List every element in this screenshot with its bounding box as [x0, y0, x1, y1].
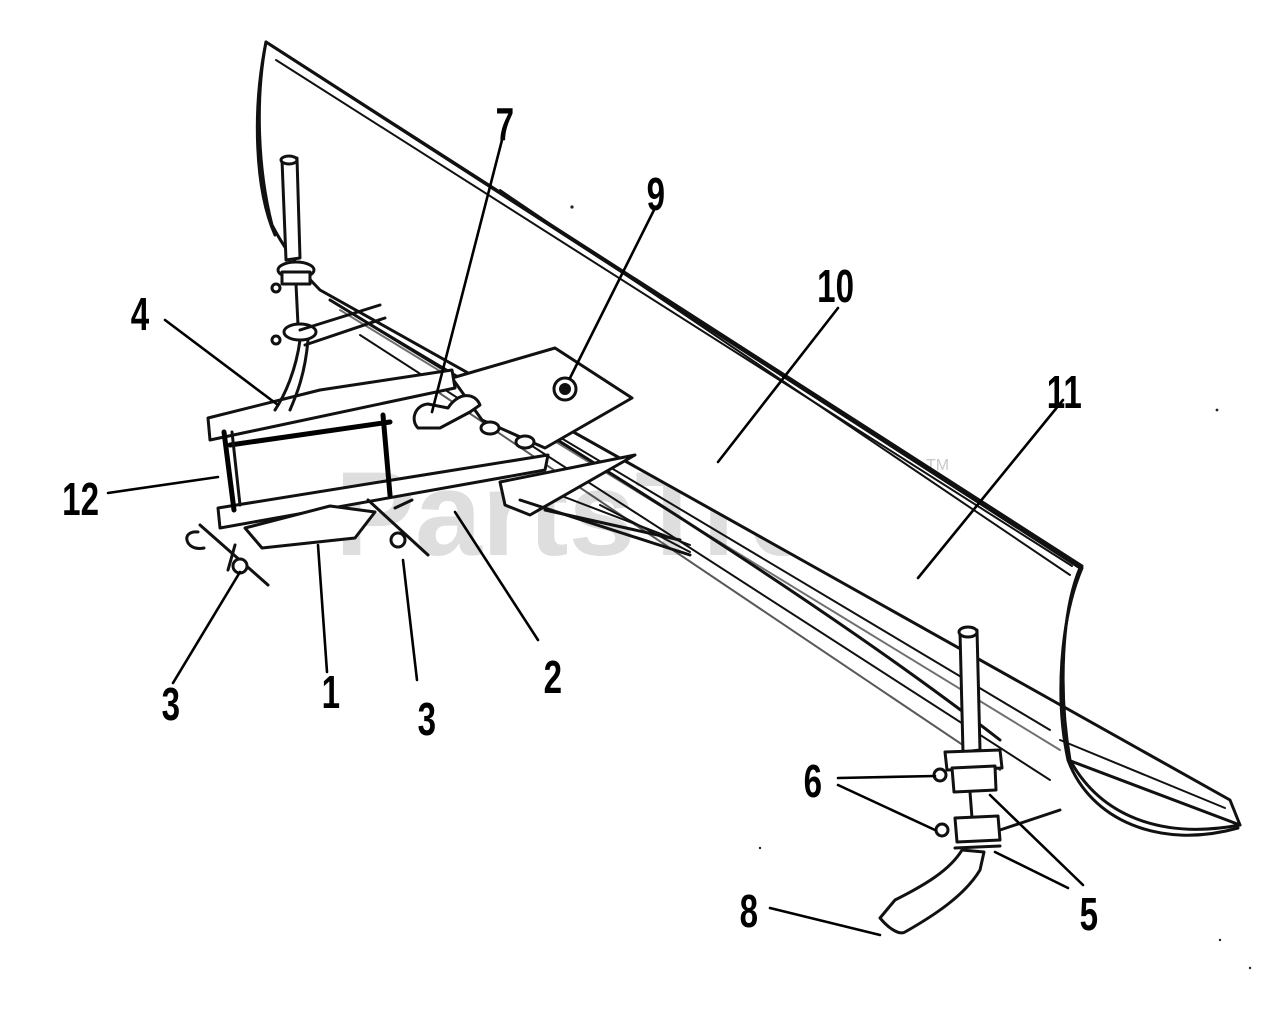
- leader-7: [430, 138, 504, 414]
- leader-lines: [106, 138, 1085, 937]
- leader-2: [453, 510, 540, 642]
- callout-12: 12: [62, 475, 99, 525]
- leader-10: [716, 306, 840, 464]
- push-frame: [206, 368, 550, 550]
- right-skid-post: [878, 625, 1062, 935]
- callout-7: 7: [496, 100, 514, 150]
- leader-4: [163, 318, 280, 407]
- leader-6b: [836, 783, 937, 832]
- leader-8: [768, 906, 882, 937]
- leader-5a: [988, 793, 1085, 887]
- leader-5b: [993, 850, 1070, 890]
- callout-5: 5: [1080, 890, 1098, 940]
- callout-2: 2: [544, 653, 562, 703]
- wing-nut-right: [366, 498, 430, 557]
- left-skid-post: [270, 154, 387, 412]
- callout-3-right: 3: [418, 695, 436, 745]
- mounting-plate: [450, 346, 692, 557]
- leader-3b: [401, 558, 419, 682]
- scan-specks: [570, 205, 1252, 970]
- callout-11: 11: [1047, 368, 1082, 418]
- leader-12: [106, 475, 220, 495]
- blade: [255, 40, 1242, 837]
- callout-1: 1: [322, 668, 340, 718]
- callout-3-left: 3: [162, 680, 180, 730]
- leader-6a: [836, 774, 937, 780]
- callout-10: 10: [817, 262, 854, 312]
- callout-8: 8: [740, 887, 758, 937]
- wing-nut-left: [185, 523, 270, 587]
- callout-9: 9: [647, 170, 665, 220]
- callout-labels: 1 2 3 3 4 5 6 7 8 9 10 11 12: [62, 100, 1098, 940]
- leader-3a: [171, 570, 242, 685]
- leader-11: [916, 398, 1065, 580]
- callout-6: 6: [804, 757, 822, 807]
- leader-1: [316, 543, 329, 674]
- leader-9: [568, 208, 656, 380]
- callout-4: 4: [131, 290, 150, 340]
